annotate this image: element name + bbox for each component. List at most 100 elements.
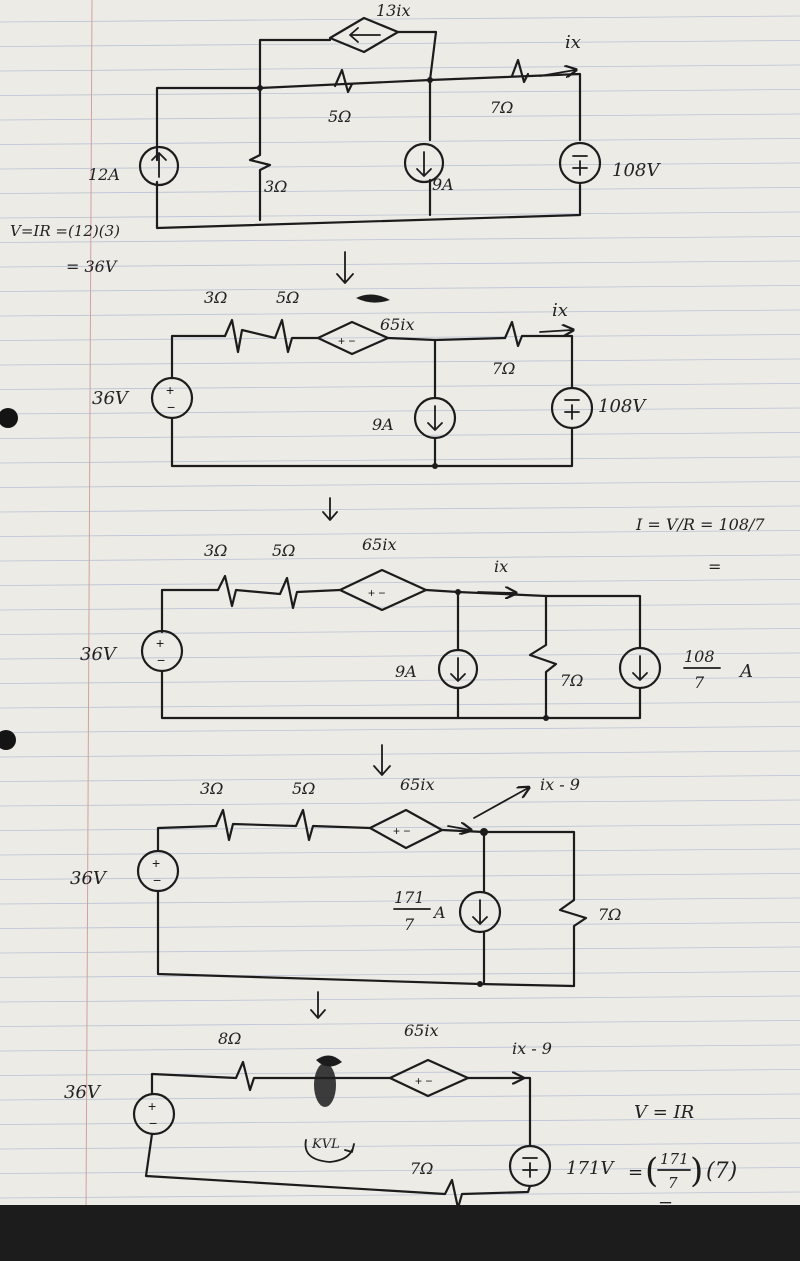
ruled-line: [0, 922, 800, 929]
kvl-label: KVL: [311, 1137, 340, 1152]
ruled-line: [0, 530, 800, 537]
polarity-plus-minus-icon: + −: [415, 1074, 432, 1088]
ix-arrow: [473, 788, 528, 819]
calc-fraction-tail: (7): [706, 1159, 737, 1184]
plus-icon: +: [156, 635, 164, 651]
resistor-5-label: 5Ω: [328, 107, 351, 126]
transform-arrow: [336, 251, 354, 284]
source-36v-label: 36V: [80, 644, 118, 665]
voltage-source-108v: [550, 386, 594, 430]
bottom-wire: [160, 670, 642, 720]
resistor-7-label: 7Ω: [560, 671, 583, 690]
current-source-12a: [138, 145, 180, 187]
series-resistors: [216, 574, 342, 610]
ix-arrow: [477, 592, 515, 593]
ruled-line: [0, 971, 800, 978]
dependent-source-65ix: [316, 320, 390, 356]
source-108v-label: 108V: [612, 160, 661, 181]
dependent-source-65ix: [338, 568, 428, 612]
dep-right-wire: [396, 30, 438, 82]
current-label: ix - 9: [512, 1039, 552, 1058]
notebook-page: 13ix ix 5Ω 7Ω 12A 3Ω 9A 108V V=IR =(12)(…: [0, 0, 800, 1215]
ruled-line: [0, 260, 800, 268]
resistor-3-label: 3Ω: [200, 779, 223, 798]
left-top-wire: [170, 334, 227, 380]
current-label: ix: [552, 300, 568, 321]
margin-line: [85, 0, 93, 1215]
calc-equals-sign: =: [628, 1162, 643, 1183]
ruled-line: [0, 358, 800, 366]
current-label: ix - 9: [540, 775, 580, 794]
transform-arrow: [373, 744, 391, 776]
minus-icon: −: [167, 399, 175, 415]
ruled-lines: [0, 15, 800, 1199]
voltage-source-108v: [558, 141, 602, 185]
voltage-source-36v: [140, 629, 184, 673]
resistor-7-label: 7Ω: [492, 359, 515, 378]
calc-fraction-den: 7: [668, 1174, 678, 1192]
ix-arrow: [539, 330, 572, 332]
minus-icon: −: [157, 652, 165, 668]
kvl-loop-arrow: [304, 1139, 353, 1163]
ruled-line: [0, 628, 800, 635]
ruled-line: [0, 726, 800, 733]
ruled-line: [0, 750, 800, 758]
current-source-171-7a: [458, 890, 502, 934]
ruled-line: [0, 211, 800, 219]
left-top-wire: [160, 588, 220, 634]
calc-fraction-num: 171: [660, 1150, 689, 1168]
source-fraction-den: 7: [404, 915, 415, 934]
ruled-line: [0, 89, 800, 96]
current-source-9a: [413, 396, 457, 440]
ruled-line: [0, 652, 800, 660]
ruled-line: [0, 1118, 800, 1125]
dep-left-wire: [258, 38, 332, 90]
source-171v-label: 171V: [566, 1158, 615, 1179]
top-right-wire: [466, 1076, 532, 1148]
ruled-line: [0, 701, 800, 709]
ruled-line: [0, 15, 800, 23]
resistor-3-label: 3Ω: [204, 541, 227, 560]
ruled-line: [0, 1093, 800, 1101]
dependent-source-65ix: [388, 1058, 470, 1098]
circuit-step-1: 13ix ix 5Ω 7Ω 12A 3Ω 9A 108V V=IR =(12)(…: [10, 1, 661, 276]
bottom-wire: [144, 1132, 532, 1210]
ruled-line: [0, 873, 800, 880]
dep-source-label: 13ix: [376, 1, 411, 20]
right-branch-wire: [440, 828, 588, 988]
scribble: [356, 294, 390, 303]
polarity-plus-minus-icon: + −: [368, 586, 385, 600]
down-arrow-icon: [472, 899, 488, 925]
ruled-line: [0, 848, 800, 856]
node-dot: [427, 77, 433, 83]
circuit-step-2: + − + − 3Ω 5Ω 65ix ix 7Ω 36V 9A 108V: [92, 288, 647, 469]
resistor-5-label: 5Ω: [276, 288, 299, 307]
ruled-line: [0, 162, 800, 170]
source-9a-label: 9A: [395, 662, 417, 681]
ruled-line: [0, 138, 800, 145]
source-unit: A: [738, 661, 753, 682]
polarity-icon: [564, 399, 580, 420]
r3-branch: [248, 86, 272, 222]
node-dot: [543, 715, 549, 721]
source-9a-label: 9A: [372, 415, 394, 434]
ruled-line: [0, 432, 800, 439]
transform-arrow: [322, 497, 338, 521]
ruled-line: [0, 407, 800, 415]
ruled-line: [0, 1020, 800, 1027]
current-source-9a: [437, 648, 479, 690]
dep-arrow-icon: [349, 27, 381, 43]
resistor-3-label: 3Ω: [264, 177, 287, 196]
up-arrow-icon: [151, 152, 167, 178]
ruled-line: [0, 775, 800, 782]
down-arrow-icon: [416, 151, 432, 177]
flow-arrow: [447, 826, 470, 830]
binder-hole-top: [0, 408, 18, 428]
ruled-line: [0, 677, 800, 684]
ruled-line: [0, 579, 800, 586]
minus-icon: −: [149, 1115, 157, 1131]
bottom-wire: [155, 180, 582, 230]
down-arrow-icon: [427, 405, 443, 431]
ix-arrow: [539, 70, 575, 76]
series-resistors: [223, 318, 320, 354]
